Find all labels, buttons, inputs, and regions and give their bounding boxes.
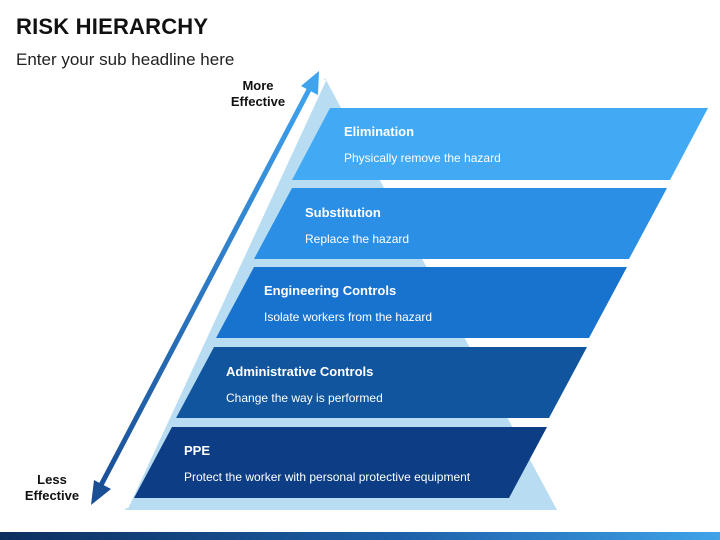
page-title: RISK HIERARCHY	[16, 14, 209, 39]
level-description: Isolate workers from the hazard	[264, 310, 433, 324]
level-ppe: PPE Protect the worker with personal pro…	[184, 443, 470, 484]
level-description: Change the way is performed	[226, 391, 383, 405]
level-title: Engineering Controls	[264, 283, 397, 298]
level-title: Administrative Controls	[226, 364, 374, 379]
less-effective-label: Less Effective	[24, 472, 80, 503]
page-subtitle: Enter your sub headline here	[16, 50, 235, 69]
level-description: Protect the worker with personal protect…	[184, 470, 471, 484]
level-band-substitution	[254, 188, 667, 259]
arrow-head-up	[301, 71, 319, 95]
level-title: Elimination	[344, 124, 415, 139]
level-administrative-controls: Administrative Controls Change the way i…	[226, 364, 383, 405]
more-effective-label: More Effective	[230, 78, 286, 109]
level-title: PPE	[184, 443, 211, 458]
level-elimination: Elimination Physically remove the hazard	[344, 124, 501, 165]
footer-accent-bar	[0, 532, 720, 540]
triangle-left-edge	[125, 79, 327, 509]
level-band-administrative-controls	[176, 347, 587, 418]
level-band-engineering-controls	[216, 267, 627, 338]
level-band-elimination	[292, 108, 708, 180]
arrow-shaft	[97, 82, 315, 489]
level-substitution: Substitution Replace the hazard	[305, 205, 409, 246]
arrow-head-down	[91, 480, 111, 505]
level-title: Substitution	[305, 205, 381, 220]
level-engineering-controls: Engineering Controls Isolate workers fro…	[264, 283, 432, 324]
effectiveness-arrow	[91, 71, 319, 505]
level-description: Replace the hazard	[305, 232, 410, 246]
level-band-ppe	[134, 427, 547, 498]
level-description: Physically remove the hazard	[344, 151, 501, 165]
